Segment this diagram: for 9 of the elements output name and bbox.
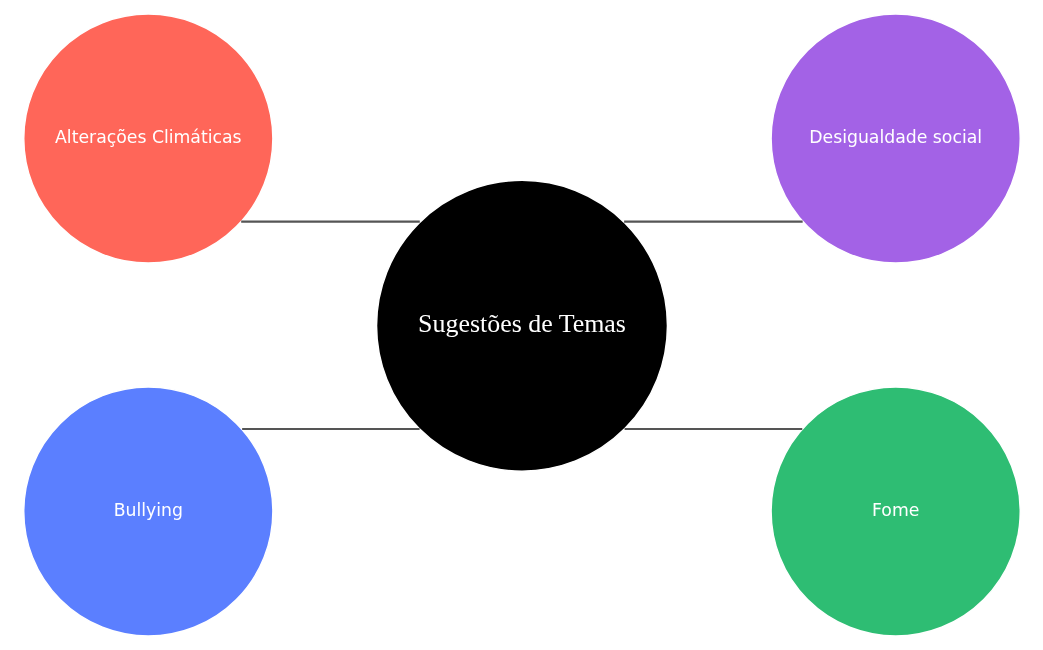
node-circle: Fome — [769, 386, 1021, 637]
connector — [240, 220, 420, 223]
node-circle: Desigualdade social — [769, 13, 1021, 264]
connector — [624, 427, 802, 431]
connector — [241, 427, 420, 431]
connector — [623, 220, 803, 223]
node-circle: Sugestões de Temas — [375, 179, 668, 472]
node-circle: Alterações Climáticas — [22, 13, 274, 264]
node-circle: Bullying — [22, 386, 274, 637]
